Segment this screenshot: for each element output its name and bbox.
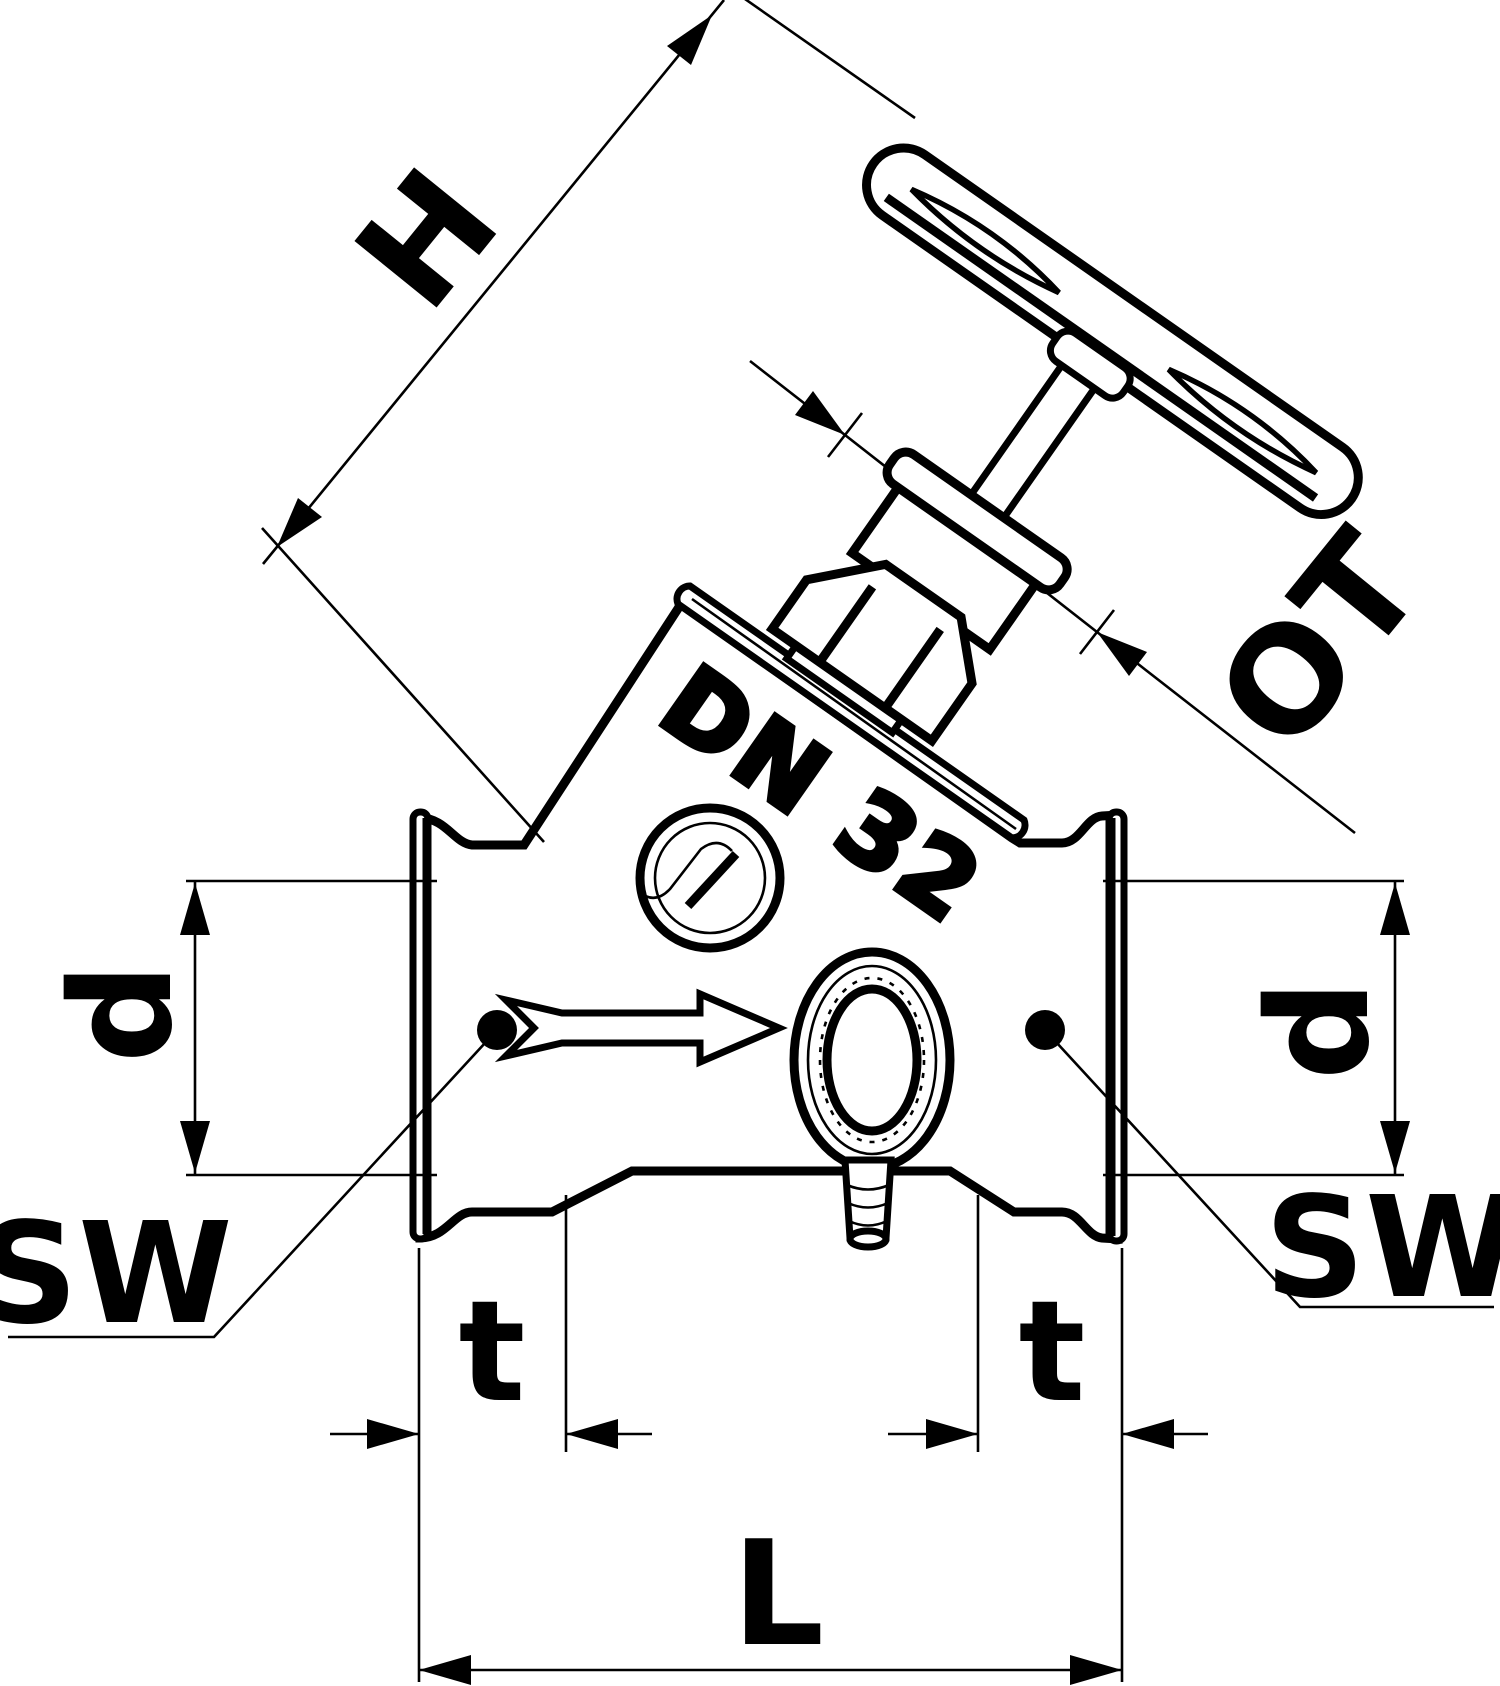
t-left-arrow-b [566, 1419, 618, 1449]
dimension-t-right: t [888, 1195, 1208, 1682]
d-right-arrow-up [1380, 883, 1410, 935]
ot-label: OT [1184, 502, 1455, 781]
callout-sw-right: SW [1025, 1010, 1500, 1330]
dimension-d-right: d [1103, 879, 1410, 1177]
t-left-arrow-a [367, 1419, 419, 1449]
dimension-ot-label-group: OT [1184, 502, 1455, 781]
handwheel-spoke-opening-left [909, 186, 1061, 296]
handwheel-spoke-opening-right [1166, 366, 1319, 476]
press-cap-left [409, 808, 432, 1243]
manufacturer-logo-icon [635, 803, 785, 953]
sw-right-label: SW [1264, 1167, 1500, 1330]
drain-port [789, 947, 955, 1251]
t-right-arrow-b [1122, 1419, 1174, 1449]
d-right-arrow-down [1380, 1121, 1410, 1173]
drain-spout [841, 1156, 895, 1251]
bonnet-assembly [765, 143, 1363, 748]
t-left-label: t [459, 1271, 526, 1434]
bonnet-collar [882, 447, 1072, 595]
bonnet-flange [673, 582, 1029, 842]
l-label: L [732, 1510, 824, 1679]
d-left-arrow-down [180, 1121, 210, 1173]
bonnet-hex-nut [765, 559, 977, 748]
dimension-l: L [419, 1510, 1122, 1685]
sw-left-label: SW [0, 1193, 233, 1356]
dimension-t-left: t [330, 1195, 652, 1682]
press-cap-right [1105, 808, 1128, 1245]
handwheel-hub [1046, 327, 1134, 402]
h-label: H [324, 139, 532, 340]
t-right-label: t [1019, 1271, 1086, 1434]
handwheel [862, 143, 1363, 520]
l-arrow-right [1070, 1655, 1122, 1685]
d-left-arrow-up [180, 883, 210, 935]
d-left-label: d [41, 963, 204, 1063]
flow-direction-arrow-icon [494, 988, 788, 1068]
l-arrow-left [419, 1655, 471, 1685]
ot-upper-arrow [795, 391, 845, 435]
d-right-label: d [1238, 980, 1401, 1080]
callout-sw-left: SW [0, 1010, 517, 1356]
h-arrow-top [667, 15, 712, 65]
t-right-arrow-a [926, 1419, 978, 1449]
dimension-d-left: d [41, 879, 437, 1177]
h-arrow-bottom [277, 498, 322, 547]
